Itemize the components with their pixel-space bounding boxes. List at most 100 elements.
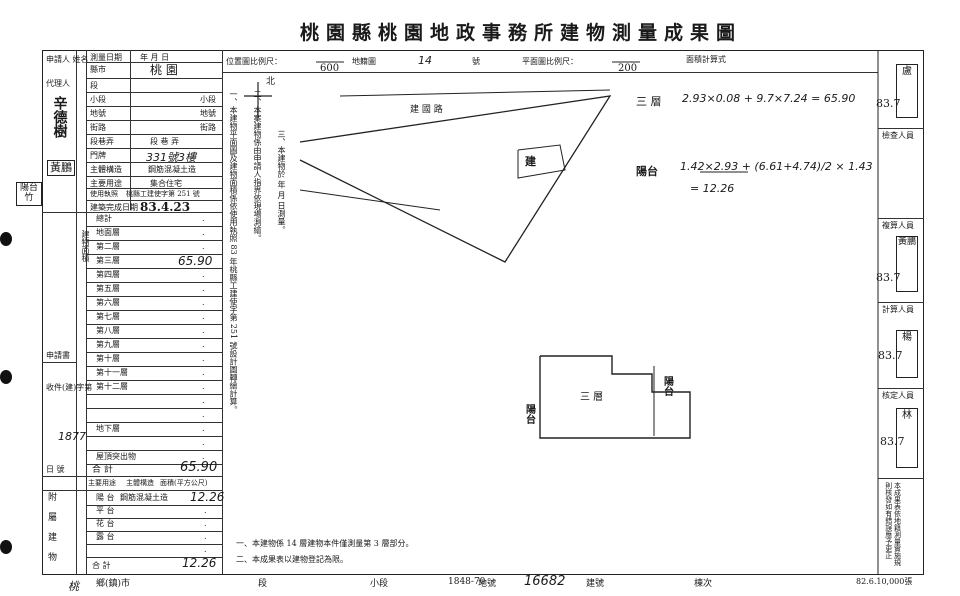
annex-side-label: 建 [48,533,58,543]
floor-name: 總計 [96,214,112,223]
floor-plan-outline [539,355,691,439]
built-date-label: 建築完成日期 [90,203,138,212]
lane-label: 段巷弄 [90,137,114,146]
review-stamp-date: 83.7 [876,271,901,284]
floors-total-value: 65.90 [180,460,218,475]
floor-area-value: . [202,326,205,335]
use-value: 集合住宅 [150,179,182,188]
built-date-value: 83.4.23 [140,200,191,214]
annex-row-divider [86,531,222,532]
site-boundary [299,95,612,263]
reviewer-label: 複算人員 [882,221,914,230]
floor-area-value: . [202,228,205,237]
street-label: 街路 [90,123,106,132]
calc-balcony-result: = 12.26 [690,182,735,195]
floor-name: 第十層 [96,354,120,363]
annex-area: . [204,519,207,528]
map-sheet-suffix: 號 [472,57,480,66]
annex-row-divider [86,518,222,519]
floor-row-divider [86,296,222,297]
street-suffix: 街路 [200,123,216,132]
annex-total-value: 12.26 [182,556,217,570]
location-scale-label: 位置圖比例尺： [226,57,282,66]
floor-area-value: 65.90 [178,254,213,268]
balcony-label-left: 陽台 [523,404,535,424]
compass-label: 北 [266,77,276,87]
annex-use: 陽 台 [96,493,115,502]
floor-row-divider [86,366,222,367]
floor-name: 第二層 [96,242,120,251]
calc-third-floor-label: 三 層 [636,95,662,108]
agent-name: 辛德樹 [51,96,68,138]
floor-area-value: . [202,424,205,433]
approver-seal: 林 [896,408,918,468]
annex-col-use: 主要用途 [88,479,116,487]
floor-name: 第三層 [96,256,120,265]
left-seal: 陽台竹 [16,182,42,206]
floor-row-divider [86,226,222,227]
floor-row-divider [86,408,222,409]
floor-name: 第四層 [96,270,120,279]
note-2: 二、本案建物係由申請人指界依現場測繪。 [253,90,262,242]
floor-name: 第六層 [96,298,120,307]
floor-area-value: . [202,214,205,223]
calc-third-floor-formula: 2.93×0.08 + 9.7×7.24 = 65.90 [682,92,856,105]
annex-side-label: 屬 [48,513,58,523]
document-frame [42,50,924,575]
road-label: 建 國 路 [410,105,443,115]
number-label: 門牌 [90,151,106,160]
map-sheet-label: 地籍圖 [352,57,376,66]
section-label: 段 [90,81,98,90]
annex-col-structure: 主體構造 [126,479,154,487]
floor-row-divider [86,450,222,451]
county-value: 桃 園 [150,63,178,77]
annex-col-area: 面積(平方公尺) [160,479,208,487]
footer-order-label: 棟次 [694,579,713,589]
plan-scale-label: 平面圖比例尺： [522,57,578,66]
floor-name: 地面層 [96,228,120,237]
site-inner-line [299,189,441,211]
floor-row-divider [86,422,222,423]
floor-area-value: . [202,354,205,363]
floor-row-divider [86,310,222,311]
floor-row-divider [86,268,222,269]
area-calc-label: 面積計算式 [686,55,726,64]
lot-label: 地號 [90,109,106,118]
floor-area-value: . [202,270,205,279]
floor-area-value: . [202,396,205,405]
floor-row-divider [86,380,222,381]
calc-stamp-date: 83.7 [878,349,903,362]
document-title: 桃園縣桃園地政事務所建物測量成果圖 [300,22,743,44]
reviewer-seal: 黃鵬 [896,236,918,292]
plan-scale-value: 200 [618,63,638,74]
floor-name: 第九層 [96,340,120,349]
subsection-suffix: 小段 [200,95,216,104]
agent-label: 代理人 [46,79,70,88]
annex-use: 平 台 [96,506,115,515]
floor-row-divider [86,240,222,241]
approve-stamp-date: 83.7 [880,435,905,448]
annex-structure: 鋼筋混凝土造 [120,493,168,502]
receipt-label: 收件(建)字第 [46,383,93,392]
calculator-label: 計算人員 [882,305,914,314]
checker-label: 檢查人員 [882,131,914,140]
lot-suffix: 地號 [200,109,216,118]
lane-value: 段 巷 弄 [150,137,180,146]
annex-use: 露 台 [96,532,115,541]
floor-name: 第八層 [96,326,120,335]
survey-date-value: 年 月 日 [140,53,170,62]
calc-balcony-label: 陽台 [636,165,658,178]
floor-area-value: . [202,340,205,349]
floor-area-value: . [202,368,205,377]
floor-area-value: . [202,382,205,391]
road-line [339,89,611,97]
floor-area-value: . [202,242,205,251]
floor-name: 地下層 [96,424,120,433]
footer-section-label: 段 [258,579,268,589]
annex-total-label: 合 計 [92,561,111,570]
map-sheet-number: 14 [418,54,432,67]
location-scale-value: 600 [320,63,340,74]
number-value: 331號3樓 [146,151,196,164]
annex-row-divider [86,505,222,506]
